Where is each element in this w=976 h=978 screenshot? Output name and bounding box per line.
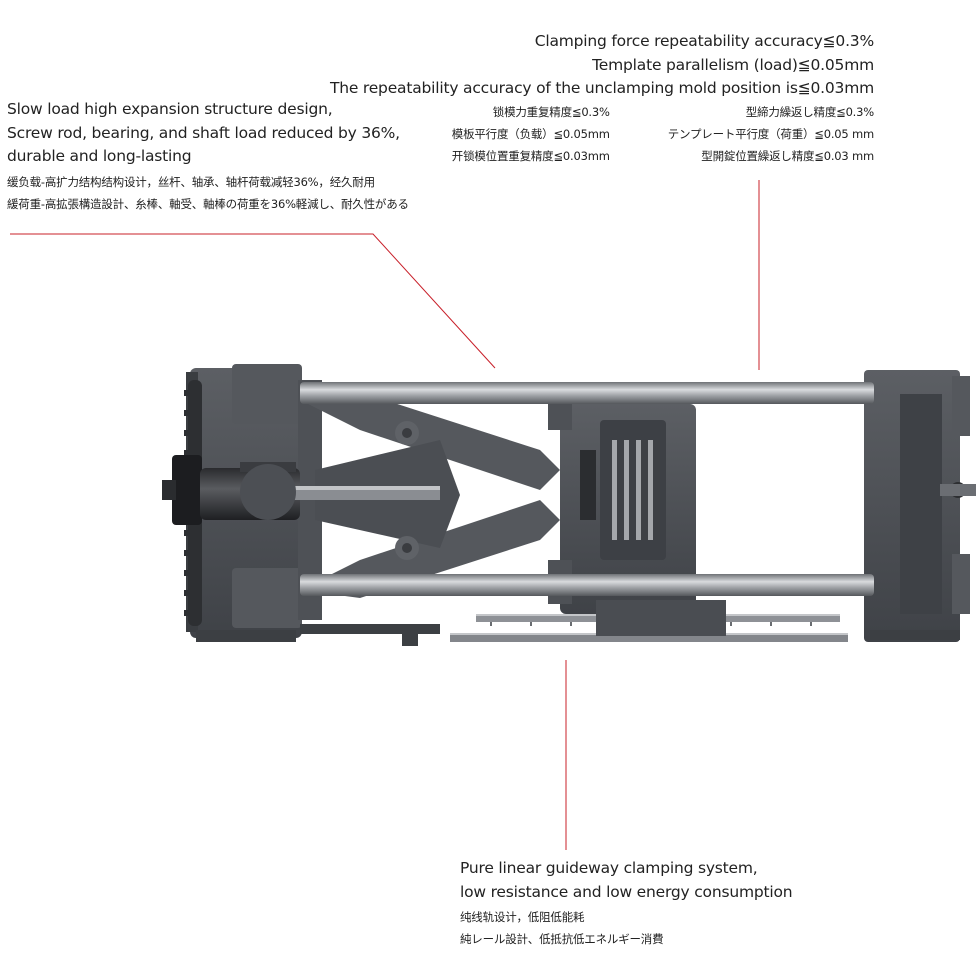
cn-line: 缓负载-高扩力结构结构设计，丝杆、轴承、轴杆荷载减轻36%，经久耐用 — [7, 174, 375, 189]
en-line: The repeatability accuracy of the unclam… — [329, 79, 874, 97]
base-brackets — [196, 624, 960, 646]
callout-clamping-accuracy: Clamping force repeatability accuracy≦0.… — [234, 30, 874, 167]
spec-cn: 模板平行度（负载）≦0.05mm — [451, 126, 610, 141]
callout-expansion-structure: Slow load high expansion structure desig… — [7, 98, 427, 215]
en-line: Pure linear guideway clamping system, — [460, 859, 758, 877]
tie-bars — [300, 382, 874, 596]
fixed-platen — [864, 370, 976, 642]
cn-line: 纯线轨设计，低阻低能耗 — [460, 910, 585, 924]
spec-ja: 型開錠位置繰返し精度≦0.03 mm — [701, 148, 874, 163]
callout-linear-guideway: Pure linear guideway clamping system, lo… — [460, 857, 880, 950]
en-line: low resistance and low energy consumptio… — [460, 882, 793, 901]
en-line: Clamping force repeatability accuracy≦0.… — [534, 32, 874, 50]
en-line: Template parallelism (load)≦0.05mm — [592, 55, 874, 74]
leader-lines — [10, 180, 760, 850]
en-line: Slow load high expansion structure desig… — [7, 100, 333, 118]
toggle-linkage — [240, 392, 560, 598]
en-line: Screw rod, bearing, and shaft load reduc… — [7, 123, 400, 142]
spec-cn: 开锁模位置重复精度≦0.03mm — [451, 148, 610, 163]
leader-line-left — [10, 233, 496, 369]
ja-line: 純レール設計、低抵抗低エネルギー消費 — [460, 932, 664, 946]
ja-line: 緩荷重-高拡張構造設計、糸棒、軸受、軸棒の荷重を36%軽減し、耐久性がある — [7, 196, 409, 211]
spec-table: 锁模力重复精度≦0.3% 型締力繰返し精度≦0.3% 模板平行度（负载）≦0.0… — [234, 101, 874, 167]
spec-cn: 锁模力重复精度≦0.3% — [492, 104, 610, 119]
spec-ja: テンプレート平行度（荷重）≦0.05 mm — [667, 126, 874, 141]
spec-ja: 型締力繰返し精度≦0.3% — [745, 104, 874, 119]
en-line: durable and long-lasting — [7, 147, 192, 165]
moving-platen — [548, 390, 726, 636]
